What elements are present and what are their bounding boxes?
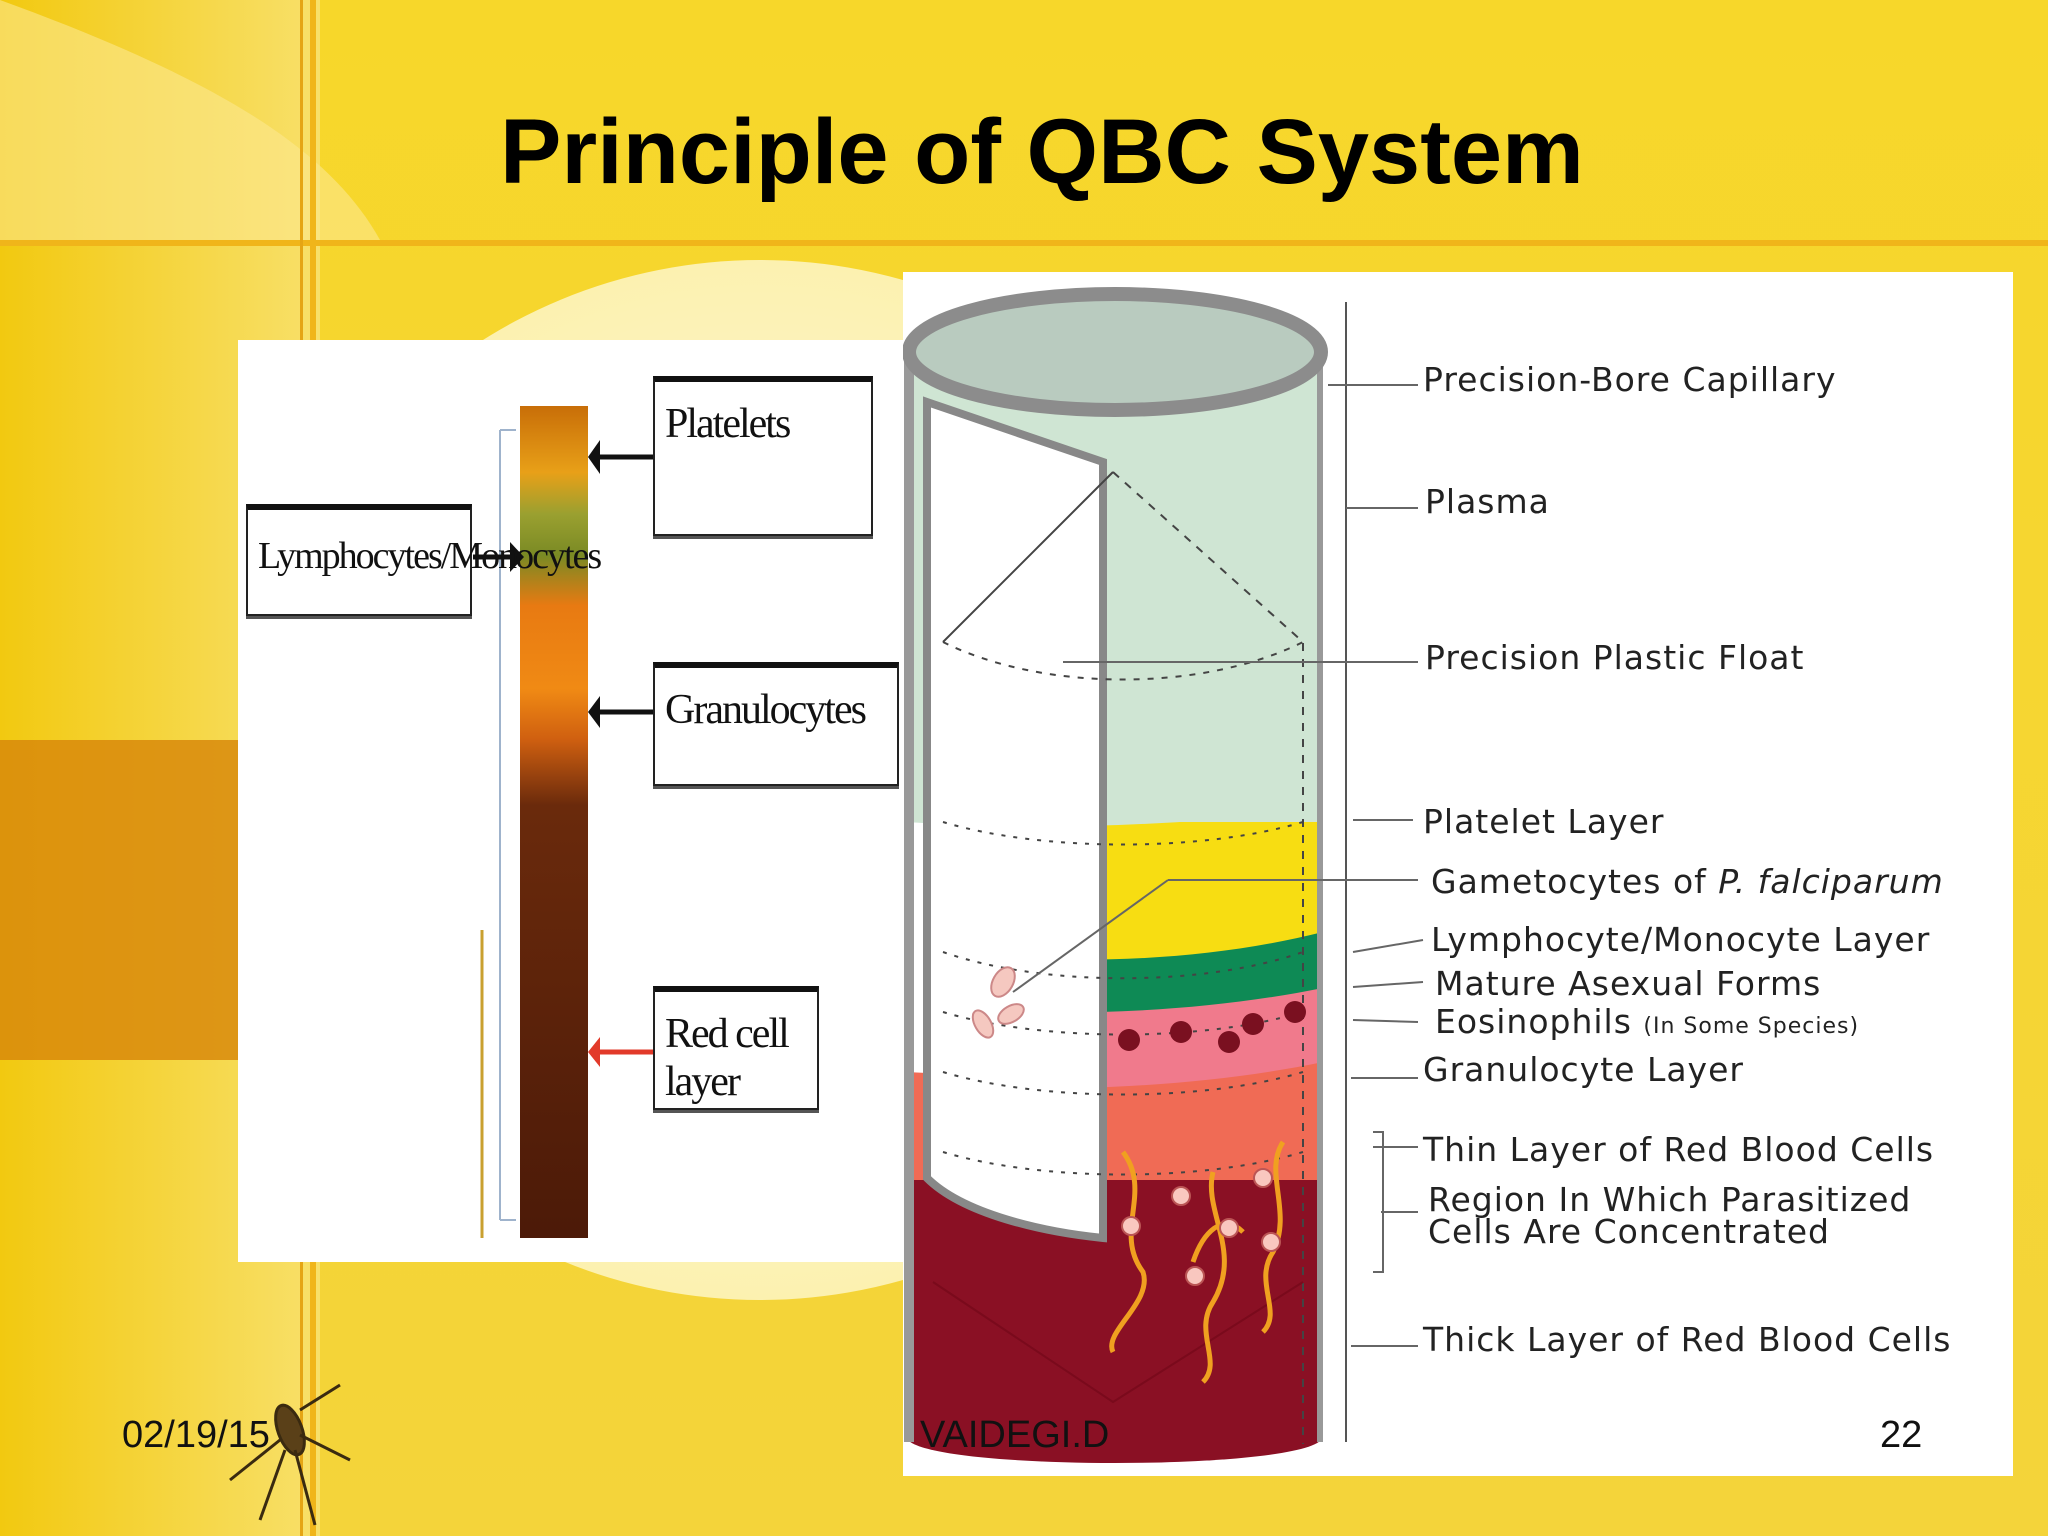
granulocytes-label: Granulocytes xyxy=(665,687,867,733)
red-cell-label-box: Red cell layer xyxy=(653,986,819,1110)
label-granulocyte-layer: Granulocyte Layer xyxy=(1423,1050,1744,1089)
label-gametocytes: Gametocytes of P. falciparum xyxy=(1431,862,1944,901)
label-lymphocyte-monocyte-layer: Lymphocyte/Monocyte Layer xyxy=(1431,920,1931,959)
eosinophil-cells xyxy=(1118,1001,1306,1053)
label-leader-lines xyxy=(1012,384,1424,1347)
label-gametocytes-species: P. falciparum xyxy=(1718,862,1944,901)
tube-top-opening xyxy=(903,287,1328,417)
label-mature-asexual-forms: Mature Asexual Forms xyxy=(1435,964,1822,1003)
label-plasma: Plasma xyxy=(1425,482,1550,521)
label-eosinophils: Eosinophils (In Some Species) xyxy=(1435,1002,1859,1041)
cutaway-window xyxy=(923,396,1107,1243)
label-parasitized-region-line2: Cells Are Concentrated xyxy=(1428,1212,1830,1251)
mosquito-icon xyxy=(229,1383,351,1526)
left-diagram-panel: Platelets Lymphocytes/Monocytes Granuloc… xyxy=(238,340,908,1262)
label-parasitized-region: Region In Which Parasitized Cells Are Co… xyxy=(1428,1180,1912,1251)
parasite-forms xyxy=(1109,1140,1286,1384)
footer-date: 02/19/15 xyxy=(122,1414,270,1456)
lymphocytes-label: Lymphocytes/Monocytes xyxy=(258,535,602,577)
label-platelet-layer: Platelet Layer xyxy=(1423,802,1665,841)
page-title: Principle of QBC System xyxy=(500,101,1584,203)
right-diagram-panel: Precision-Bore Capillary Plasma Precisio… xyxy=(903,272,2013,1476)
label-thick-rbc-layer: Thick Layer of Red Blood Cells xyxy=(1423,1320,1952,1359)
label-precision-bore-capillary: Precision-Bore Capillary xyxy=(1423,360,1837,399)
granulocytes-label-box: Granulocytes xyxy=(653,662,899,786)
label-thin-rbc-layer: Thin Layer of Red Blood Cells xyxy=(1423,1130,1935,1169)
label-gametocytes-prefix: Gametocytes of xyxy=(1431,862,1719,901)
label-precision-plastic-float: Precision Plastic Float xyxy=(1425,638,1805,677)
platelets-label: Platelets xyxy=(665,401,791,447)
gametocyte-cells xyxy=(971,966,1025,1039)
red-cell-label: Red cell layer xyxy=(665,1011,790,1105)
footer-author: VAIDEGI.D xyxy=(920,1414,1110,1456)
platelets-label-box: Platelets xyxy=(653,376,873,536)
blood-column-image xyxy=(473,406,653,1238)
lymphocytes-label-box: Lymphocytes/Monocytes xyxy=(246,504,602,616)
label-eosinophils-text: Eosinophils xyxy=(1435,1002,1632,1041)
footer-page-number: 22 xyxy=(1880,1414,1923,1456)
label-eosinophils-note: (In Some Species) xyxy=(1643,1014,1860,1039)
parasitized-cells xyxy=(1121,1168,1281,1286)
qbc-tube-diagram xyxy=(903,287,1424,1463)
label-parasitized-region-line1: Region In Which Parasitized xyxy=(1428,1180,1912,1219)
thick-rbc-layer-shape xyxy=(906,1180,1323,1463)
